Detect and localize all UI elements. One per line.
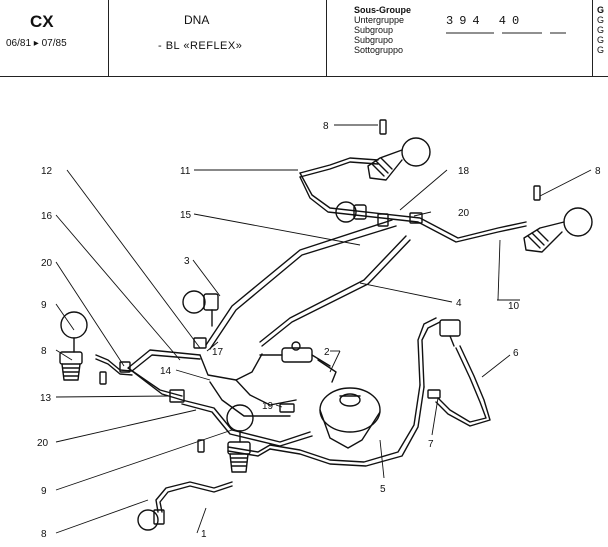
brake-valve-2 [259, 341, 337, 383]
callout-4: 4 [456, 298, 462, 309]
description-line-2: - BL «REFLEX» [158, 40, 243, 52]
description-cell: DNA - BL «REFLEX» [108, 0, 327, 76]
parts-header: CX 06/81 ▸ 07/85 DNA - BL «REFLEX» Sous-… [0, 0, 608, 76]
pipe-6 [435, 345, 491, 427]
callout-20: 20 [41, 258, 53, 269]
cut-label: G [597, 15, 605, 25]
cut-label: G [597, 25, 605, 35]
subgroup-label: Subgroup [354, 25, 394, 35]
callout-18: 18 [458, 166, 470, 177]
valve-18 [335, 201, 367, 223]
callout-14: 14 [160, 366, 172, 377]
pipe-15 [205, 219, 397, 350]
callout-20: 20 [458, 208, 470, 219]
callout-8: 8 [595, 166, 601, 177]
callout-17: 17 [212, 347, 224, 358]
brake-hydraulic-diagram: 8 11 12 18 8 16 15 20 3 20 4 10 9 17 2 8… [37, 119, 601, 540]
subgroup-cell: Sous-Groupe Untergruppe Subgroup Subgrup… [326, 0, 590, 76]
cut-label: G [597, 5, 605, 15]
model-cell: CX 06/81 ▸ 07/85 [0, 0, 109, 76]
subgroup-label: Sottogruppo [354, 45, 404, 55]
pipe-1 [155, 481, 233, 513]
rear-left-sphere [59, 311, 88, 381]
callout-15: 15 [180, 210, 192, 221]
pipe-11 [299, 157, 527, 243]
subgroup-label: Subgrupo [354, 35, 394, 45]
callout-10: 10 [508, 301, 520, 312]
bleed-screws-8 [99, 119, 541, 453]
pipe-rear-left [95, 354, 133, 376]
subgroup-code: 394 40 [446, 14, 526, 28]
pipe-5 [269, 317, 441, 467]
callout-1: 1 [201, 529, 207, 540]
cut-label: G [597, 35, 605, 45]
callout-9: 9 [41, 486, 47, 497]
callout-16: 16 [41, 211, 53, 222]
callout-19: 19 [262, 401, 274, 412]
header-rule [0, 76, 608, 77]
callout-8: 8 [323, 121, 329, 132]
subgroup-label: Sous-Groupe [354, 5, 412, 15]
callout-13: 13 [40, 393, 52, 404]
right-cell: G G G G G [592, 0, 608, 76]
junction-20 [119, 212, 423, 373]
connector-19 [279, 403, 295, 413]
pipe-front-left [227, 444, 271, 457]
production-dates: 06/81 ▸ 07/85 [6, 38, 67, 49]
callout-2: 2 [324, 347, 330, 358]
callout-6: 6 [513, 348, 519, 359]
rear-caliper-1 [137, 509, 165, 531]
model-code: CX [30, 12, 54, 31]
callout-5: 5 [380, 484, 386, 495]
callout-8: 8 [41, 529, 47, 540]
callout-12: 12 [41, 166, 53, 177]
front-right-sphere [367, 137, 431, 181]
valve-3 [182, 290, 219, 327]
callout-11: 11 [180, 166, 191, 177]
callout-8: 8 [41, 346, 47, 357]
master-cylinder [319, 387, 381, 449]
cut-label: G [597, 45, 605, 55]
connector-7 [427, 389, 441, 399]
rear-right-sphere [523, 207, 593, 253]
subgroup-labels: Sous-Groupe Untergruppe Subgroup Subgrup… [354, 5, 411, 55]
front-left-sphere [226, 404, 254, 473]
switch-6 [439, 319, 461, 347]
callout-9: 9 [41, 300, 47, 311]
pipe-14 [209, 379, 297, 417]
callout-20: 20 [37, 438, 49, 449]
subgroup-label: Untergruppe [354, 15, 405, 25]
right-cut-labels: G G G G G [597, 5, 604, 55]
description-line-1: DNA [184, 13, 210, 27]
code-underlines [446, 32, 566, 34]
callout-7: 7 [428, 439, 434, 450]
pipe-4 [259, 235, 411, 347]
callout-3: 3 [184, 256, 190, 267]
